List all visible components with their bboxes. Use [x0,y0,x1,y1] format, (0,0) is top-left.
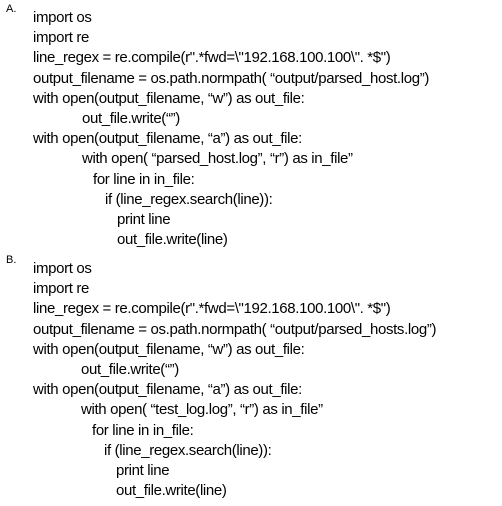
code-line: with open(output_filename, “a”) as out_f… [33,381,302,399]
code-snippet: import os import re line_regex = re.comp… [33,259,437,501]
code-line: out_file.write(line) [117,231,228,249]
code-line: import re [33,29,90,47]
code-line: output_filename = os.path.normpath( “out… [33,320,437,338]
code-line: print line [116,461,170,479]
option-letter: A. [6,3,17,15]
code-line: out_file.write(“”) [81,360,179,378]
code-line: if (line_regex.search(line)): [105,190,273,208]
code-line: out_file.write(line) [116,482,227,500]
code-line: if (line_regex.search(line)): [104,441,272,459]
code-line: with open(output_filename, “a”) as out_f… [33,130,302,148]
code-line: output_filename = os.path.normpath( “out… [33,69,429,87]
code-line: with open(output_filename, “w”) as out_f… [33,89,305,107]
code-line: for line in in_file: [93,170,195,188]
code-line: import os [33,260,92,277]
code-line: with open( “parsed_host.log”, “r”) as in… [82,150,353,168]
option-letter: B. [6,254,17,266]
code-line: import re [33,280,90,298]
code-snippet: import os import re line_regex = re.comp… [33,8,429,250]
code-line: print line [117,210,171,228]
code-line: out_file.write(“”) [82,109,180,127]
code-line: line_regex = re.compile(r".*fwd=\"192.16… [33,300,391,318]
code-line: with open( “test_log.log”, “r”) as in_fi… [81,401,323,419]
code-line: with open(output_filename, “w”) as out_f… [33,340,305,358]
code-line: import os [33,9,92,26]
code-line: line_regex = re.compile(r".*fwd=\"192.16… [33,49,391,67]
code-line: for line in in_file: [92,421,194,439]
